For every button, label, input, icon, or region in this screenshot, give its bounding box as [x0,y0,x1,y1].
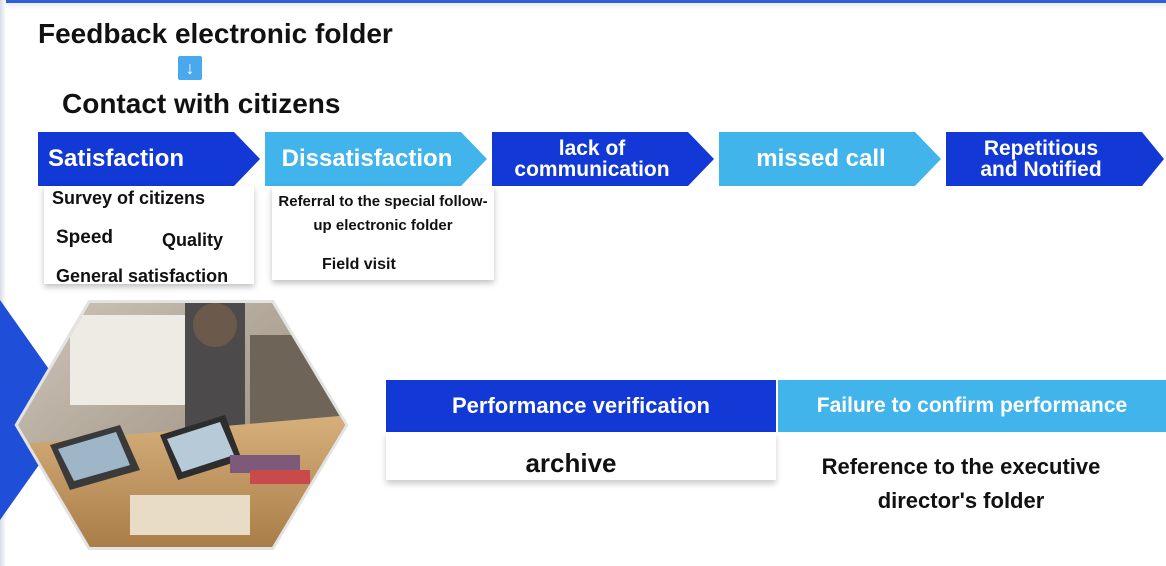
dissatisfaction-details-box [272,186,494,280]
step-lack-of-communication: lack of communication [492,132,714,186]
step-satisfaction: Satisfaction [38,132,260,186]
page-title: Feedback electronic folder [38,18,393,49]
step-label: Dissatisfaction [281,145,453,172]
satisfaction-details-box [44,186,254,284]
step-label: Satisfaction [48,145,185,172]
archive-text: archive [525,448,617,478]
referral-text: Referral to the special follow-up electr… [278,193,488,234]
step-dissatisfaction: Dissatisfaction [265,132,487,186]
quality-text: Quality [162,230,224,250]
left-border [0,0,6,566]
step-repetitious-notified: Repetitious and Notified [946,132,1164,186]
step-label: missed call [756,145,886,172]
executive-director-reference-text: Reference to the executive director's fo… [821,454,1101,513]
step-label: Repetitious and Notified [980,137,1102,181]
performance-verification-header: Performance verification [386,380,776,432]
page-subtitle: Contact with citizens [62,88,341,119]
failure-header: Failure to confirm performance [778,380,1166,432]
arrow-down-icon: ↓ [178,56,202,80]
survey-text: Survey of citizens [52,188,206,208]
general-satisfaction-text: General satisfaction [56,266,229,286]
step-missed-call: missed call [719,132,941,186]
performance-result-cell [386,432,776,480]
top-border [0,0,1166,10]
field-visit-text: Field visit [322,256,396,273]
step-label: lack of communication [514,137,670,181]
office-photo [10,295,350,555]
speed-text: Speed [56,227,114,248]
